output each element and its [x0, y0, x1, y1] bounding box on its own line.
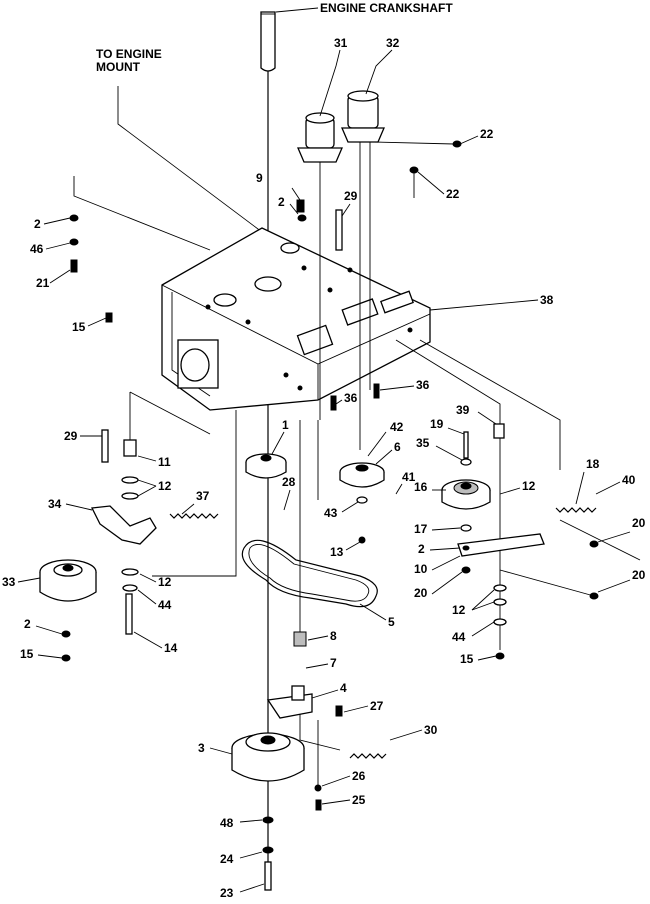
part-number: 22: [480, 127, 494, 141]
mounting-plate: [161, 227, 431, 411]
part-number: 14: [164, 641, 178, 655]
part-number: 7: [330, 656, 337, 670]
actuator-31: [297, 112, 343, 420]
part-number: 24: [220, 852, 234, 866]
engine-mount-callout: TO ENGINE MOUNT: [96, 47, 263, 233]
part-number: 16: [414, 480, 428, 494]
part-number: 6: [394, 440, 401, 454]
part-number: 29: [344, 189, 358, 203]
part-number: 12: [158, 575, 172, 589]
part-number: 31: [334, 36, 348, 50]
part-number: 12: [452, 603, 466, 617]
idler-arm-34: [91, 505, 157, 545]
spring-37: [169, 513, 219, 519]
part-number: 11: [158, 455, 171, 469]
part-number: 3: [198, 741, 205, 755]
drive-belt-5: [241, 539, 378, 608]
part-number: 18: [586, 457, 600, 471]
part-number: 44: [452, 630, 466, 644]
part-number: 4: [340, 681, 347, 695]
part-number: 44: [158, 598, 172, 612]
spring-18: [555, 507, 597, 513]
part-labels: 2 46 21 15 29 11 12 34 37 33 12 44 2 14 …: [2, 36, 646, 900]
part-number: 1: [282, 418, 289, 432]
spacer-8: [293, 631, 307, 647]
part-number: 8: [330, 629, 337, 643]
part-number: 17: [414, 522, 428, 536]
part-number: 40: [622, 473, 636, 487]
bracket-4: [266, 685, 313, 719]
part-number: 22: [446, 187, 460, 201]
part-number: 19: [430, 417, 444, 431]
part-number: 43: [324, 506, 338, 520]
part-number: 37: [196, 489, 210, 503]
spring-30: [349, 753, 387, 759]
pulley-1: [245, 453, 287, 479]
engine-crankshaft-callout: ENGINE CRANKSHAFT: [275, 1, 453, 15]
part-number: 42: [390, 420, 404, 434]
pulley-6: [339, 462, 385, 488]
hardware-fasteners: [61, 140, 599, 891]
part-number: 36: [416, 378, 430, 392]
clutch-3: [231, 732, 305, 782]
part-number: 21: [36, 276, 50, 290]
part-number: 2: [24, 617, 31, 631]
actuator-32: [341, 90, 385, 450]
part-number: 38: [540, 293, 554, 307]
idler-arm-10: [457, 533, 545, 557]
part-number: 5: [388, 615, 395, 629]
part-number: 9: [256, 171, 263, 185]
part-number: 12: [522, 479, 536, 493]
part-number: 36: [344, 391, 358, 405]
part-number: 29: [64, 429, 78, 443]
part-number: 27: [370, 699, 384, 713]
svg-text:MOUNT: MOUNT: [96, 60, 141, 74]
part-number: 20: [632, 516, 646, 530]
part-number: 46: [30, 242, 44, 256]
part-number: 12: [158, 479, 172, 493]
spacer-39: [493, 423, 505, 439]
right-stack-hardware: [462, 545, 507, 626]
part-number: 26: [352, 769, 366, 783]
part-number: 15: [460, 652, 474, 666]
part-number: 25: [352, 793, 366, 807]
part-number: 15: [72, 320, 86, 334]
part-number: 15: [20, 647, 34, 661]
svg-text:ENGINE CRANKSHAFT: ENGINE CRANKSHAFT: [320, 1, 453, 15]
part-number: 41: [402, 470, 416, 484]
idler-pulley-16: [441, 479, 491, 510]
part-number: 35: [416, 436, 430, 450]
part-number: 30: [424, 723, 438, 737]
part-number: 10: [414, 562, 428, 576]
part-number: 20: [632, 568, 646, 582]
part-number: 20: [414, 586, 428, 600]
part-number: 32: [386, 36, 400, 50]
svg-text:TO ENGINE: TO ENGINE: [96, 47, 162, 61]
assembly-leader-lines: [73, 176, 641, 788]
part-number: 33: [2, 575, 16, 589]
part-number: 13: [330, 545, 344, 559]
part-number: 2: [418, 542, 425, 556]
part-number: 2: [34, 217, 41, 231]
part-number: 23: [220, 886, 234, 900]
spacer-11: [123, 439, 137, 457]
part-number: 28: [282, 475, 296, 489]
part-number: 39: [456, 403, 470, 417]
part-number: 34: [48, 497, 62, 511]
part-number: 48: [220, 816, 234, 830]
idler-pulley-33: [39, 559, 97, 602]
part-number: 2: [278, 195, 285, 209]
